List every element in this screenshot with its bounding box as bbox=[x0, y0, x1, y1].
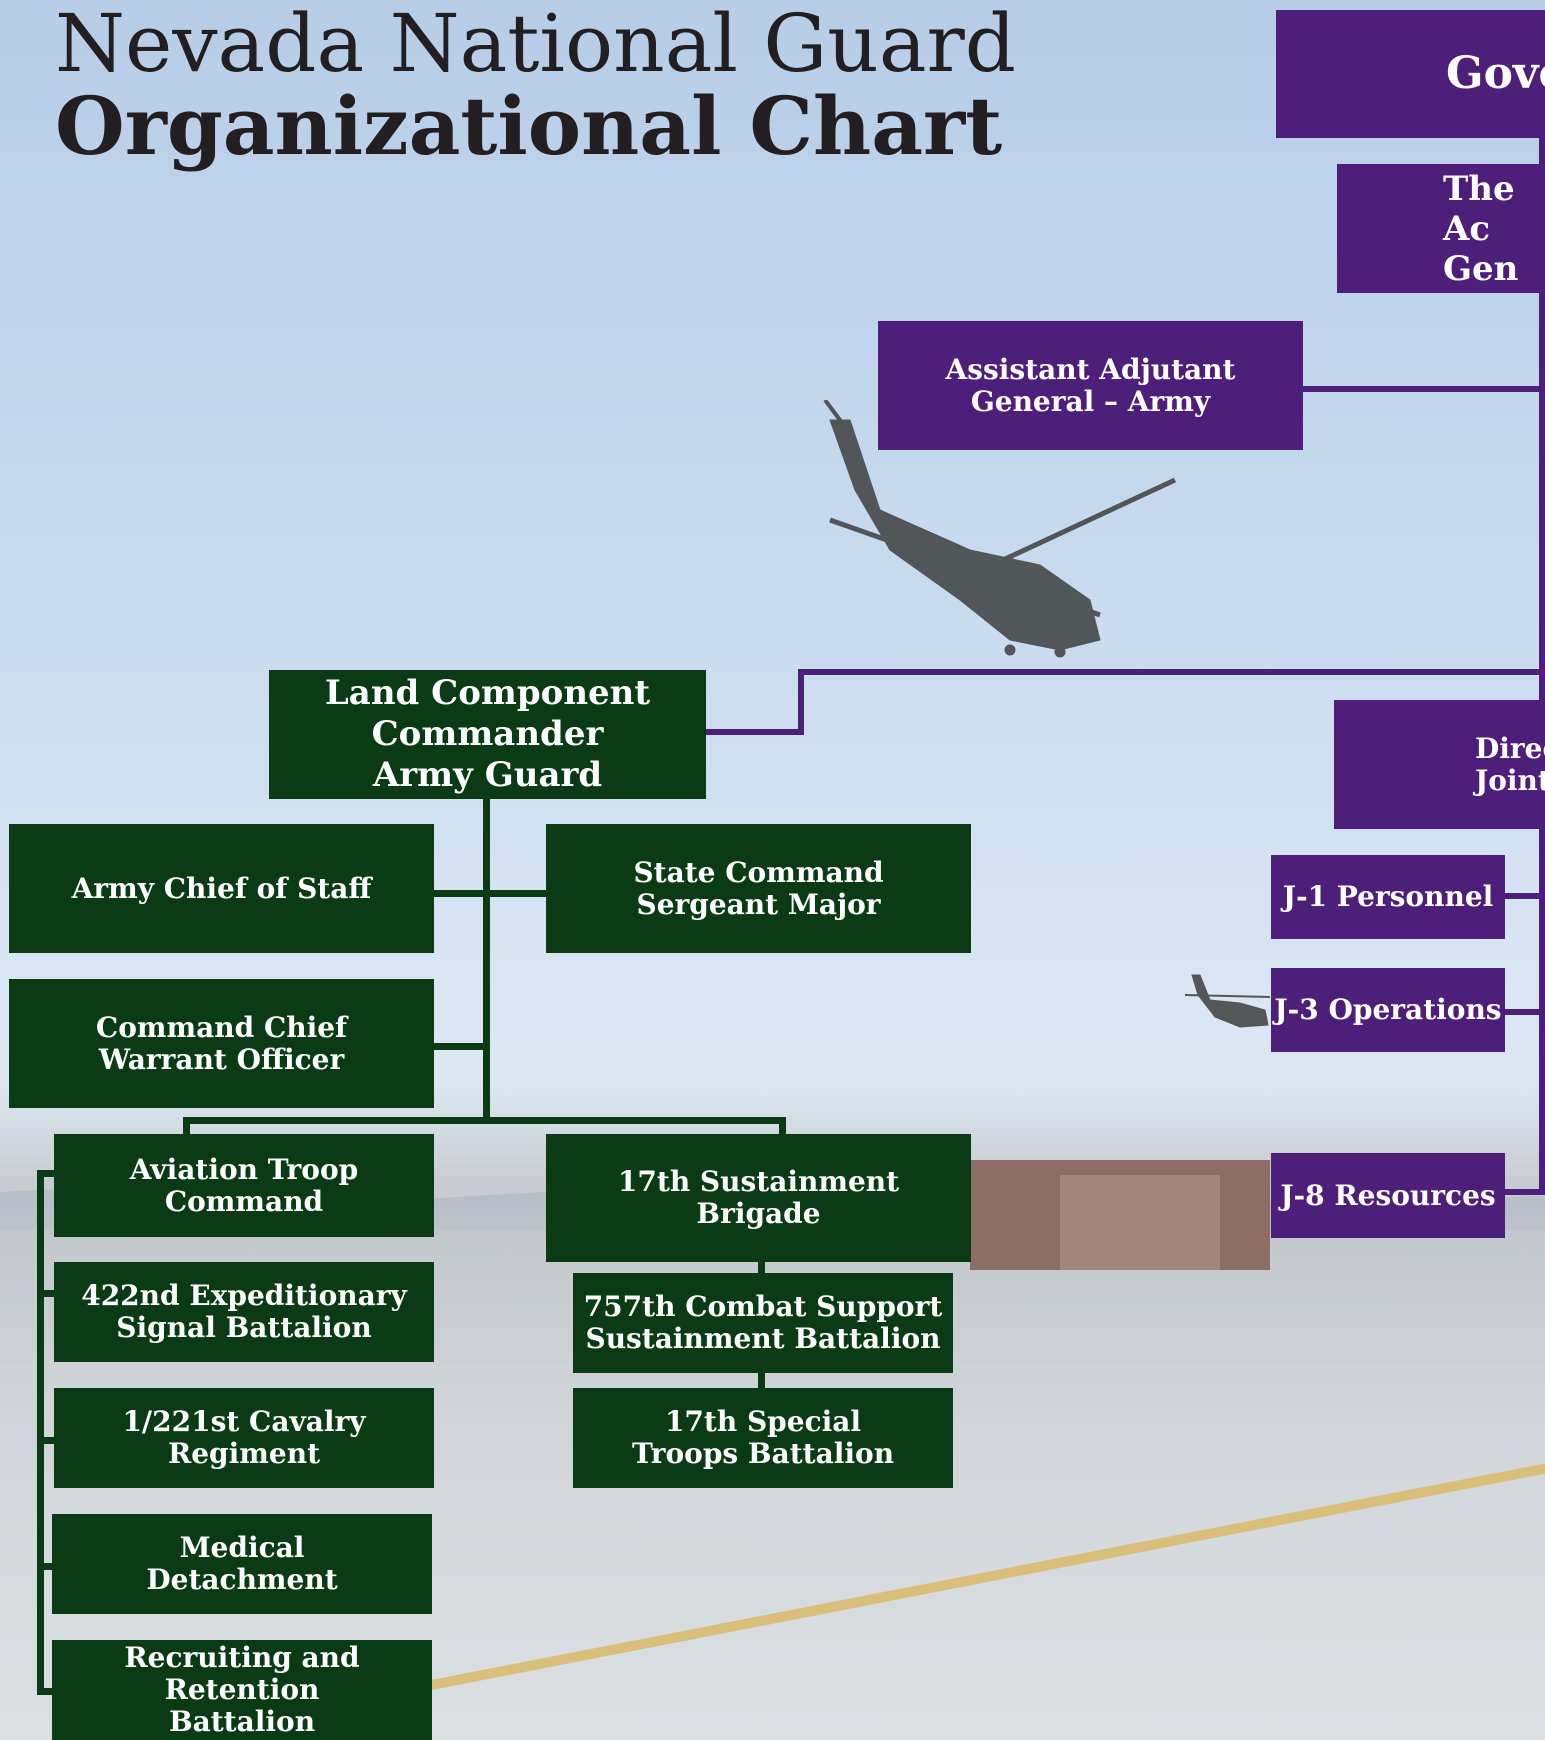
j8-resources-box[interactable]: J-8 Resources bbox=[1271, 1153, 1505, 1238]
connector-units-bar bbox=[183, 1117, 786, 1124]
connector-units-bar-left bbox=[183, 1117, 190, 1137]
j1-personnel-box[interactable]: J-1 Personnel bbox=[1271, 855, 1505, 939]
connector-j1 bbox=[1504, 893, 1545, 899]
medical-detachment-box[interactable]: Medical Detachment bbox=[52, 1514, 432, 1614]
governor-box[interactable]: Gove bbox=[1276, 10, 1545, 138]
connector-757 bbox=[758, 1260, 765, 1277]
17th-sustainment-brigade-box[interactable]: 17th Sustainment Brigade bbox=[546, 1134, 971, 1262]
page-title-line1: Nevada National Guard bbox=[55, 0, 1016, 90]
connector-medical bbox=[37, 1563, 57, 1570]
connector-units-bar-right bbox=[779, 1117, 786, 1137]
connector-governor-spine bbox=[1539, 130, 1545, 1195]
state-command-sergeant-major-box[interactable]: State Command Sergeant Major bbox=[546, 824, 971, 953]
connector-17th-special bbox=[758, 1372, 765, 1389]
connector-lcc-horizontal-top bbox=[798, 669, 1545, 675]
land-component-commander-box[interactable]: Land Component Commander Army Guard bbox=[269, 670, 706, 799]
connector-aviation-stub bbox=[37, 1170, 57, 1177]
connector-aviation-spine bbox=[37, 1170, 44, 1695]
command-chief-warrant-officer-box[interactable]: Command Chief Warrant Officer bbox=[9, 979, 434, 1108]
422nd-signal-battalion-box[interactable]: 422nd Expeditionary Signal Battalion bbox=[54, 1262, 434, 1362]
connector-cavalry bbox=[37, 1437, 57, 1444]
helicopter-small-icon bbox=[1184, 974, 1271, 1028]
connector-staff-row bbox=[432, 890, 547, 897]
aviation-troop-command-box[interactable]: Aviation Troop Command bbox=[54, 1134, 434, 1237]
connector-recruiting bbox=[37, 1688, 57, 1695]
director-joint-staff-box[interactable]: Direc Joint bbox=[1334, 700, 1545, 829]
connector-lcc-spine bbox=[483, 798, 490, 1120]
j3-operations-box[interactable]: J-3 Operations bbox=[1271, 968, 1505, 1052]
17th-special-troops-battalion-box[interactable]: 17th Special Troops Battalion bbox=[573, 1388, 953, 1488]
connector-signal bbox=[37, 1290, 57, 1297]
connector-j8 bbox=[1504, 1189, 1545, 1195]
page-title-line2: Organizational Chart bbox=[55, 79, 1003, 173]
adjutant-general-box[interactable]: The Ac Gen bbox=[1337, 164, 1545, 293]
army-chief-of-staff-box[interactable]: Army Chief of Staff bbox=[9, 824, 434, 953]
connector-warrant bbox=[432, 1043, 490, 1050]
assistant-adjutant-general-army-box[interactable]: Assistant Adjutant General – Army bbox=[878, 321, 1303, 450]
757th-combat-support-battalion-box[interactable]: 757th Combat Support Sustainment Battali… bbox=[573, 1273, 953, 1373]
1-221st-cavalry-regiment-box[interactable]: 1/221st Cavalry Regiment bbox=[54, 1388, 434, 1488]
connector-lcc-vertical bbox=[798, 669, 804, 735]
connector-aag-army bbox=[1300, 386, 1545, 392]
background-building bbox=[1060, 1175, 1220, 1270]
connector-j3 bbox=[1504, 1009, 1545, 1015]
helicopter-icon bbox=[823, 400, 1177, 658]
connector-lcc-horizontal bbox=[700, 729, 804, 735]
recruiting-retention-battalion-box[interactable]: Recruiting and Retention Battalion bbox=[52, 1640, 432, 1740]
